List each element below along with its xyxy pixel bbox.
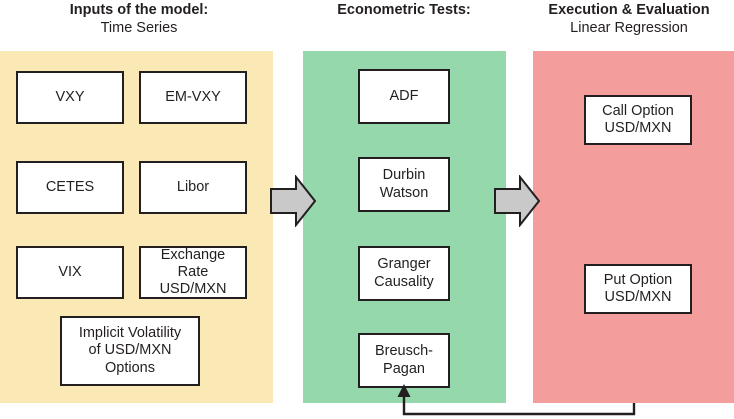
column-header-execution-subtitle: Linear Regression [570,19,688,36]
arrow-right-icon-tests-to-execution [494,174,541,228]
node-breusch-pagan[interactable]: Breusch- Pagan [358,333,450,388]
node-put-option[interactable]: Put Option USD/MXN [584,264,692,314]
node-em-vxy[interactable]: EM-VXY [139,71,247,124]
node-vix[interactable]: VIX [16,246,124,299]
column-header-tests: Econometric Tests: [300,2,508,20]
column-header-execution-title: Execution & Evaluation [548,2,710,18]
column-header-tests-title: Econometric Tests: [337,2,471,18]
node-exchange-rate[interactable]: Exchange Rate USD/MXN [139,246,247,299]
node-durbin-watson[interactable]: Durbin Watson [358,157,450,212]
column-header-inputs-subtitle: Time Series [100,19,178,36]
arrow-right-icon-inputs-to-tests [270,174,317,228]
column-header-inputs-title: Inputs of the model: [69,2,209,18]
node-libor[interactable]: Libor [139,161,247,214]
column-header-inputs: Inputs of the model: Time Series [0,2,278,37]
column-header-execution: Execution & Evaluation Linear Regression [524,2,734,37]
node-cetes[interactable]: CETES [16,161,124,214]
node-implicit-volatility[interactable]: Implicit Volatility of USD/MXN Options [60,316,200,386]
node-vxy[interactable]: VXY [16,71,124,124]
node-call-option[interactable]: Call Option USD/MXN [584,95,692,145]
node-granger-causality[interactable]: Granger Causality [358,246,450,301]
node-adf[interactable]: ADF [358,69,450,124]
